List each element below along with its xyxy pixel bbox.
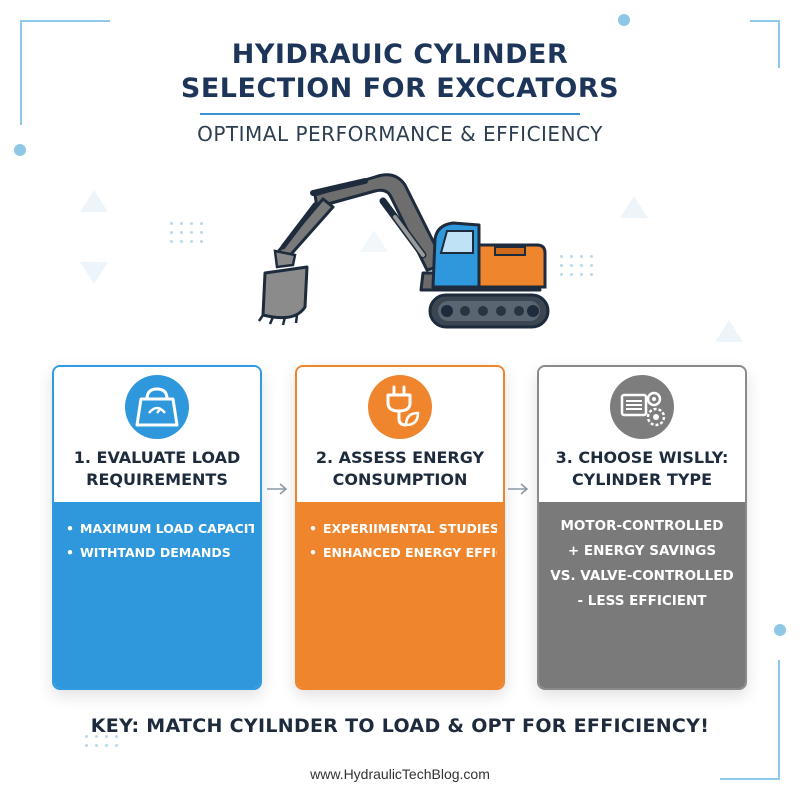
card-heading: 3. CHOOSE WISLLY: CYLINDER TYPE: [539, 447, 745, 491]
comparison-line: - LESS EFFICIENT: [577, 593, 707, 609]
page-title: HYIDRAUIC CYLINDER SELECTION FOR EXCCATO…: [0, 38, 800, 106]
title-underline: [200, 113, 580, 115]
decor-triangle: [715, 320, 743, 342]
comparison-line: VS. VALVE-CONTROLLED: [550, 568, 734, 584]
comparison-line: + ENERGY SAVINGS: [567, 543, 717, 559]
weight-icon: [125, 375, 189, 439]
plug-leaf-icon: [368, 375, 432, 439]
card-heading-line: REQUIREMENTS: [86, 470, 228, 489]
card-header: 2. ASSESS ENERGY CONSUMPTION: [297, 367, 503, 502]
arrow-right-icon: [267, 483, 288, 495]
decor-dot-grid: [560, 255, 594, 276]
card-body: MAXIMUM LOAD CAPACITY WITHTAND DEMANDS: [54, 502, 260, 688]
card-header: 1. EVALUATE LOAD REQUIREMENTS: [54, 367, 260, 502]
bullet-item: ENHANCED ENERGY EFFICIENCY: [309, 541, 497, 565]
subtitle: OPTIMAL PERFORMANCE & EFFICIENCY: [197, 122, 603, 146]
title-line-1: HYIDRAUIC CYLINDER: [231, 39, 569, 70]
step-card-load: 1. EVALUATE LOAD REQUIREMENTS MAXIMUM LO…: [52, 365, 262, 690]
decor-triangle: [80, 262, 108, 284]
decor-triangle: [80, 190, 108, 212]
key-message: KEY: MATCH CYILNDER TO LOAD & OPT FOR EF…: [90, 715, 710, 737]
comparison-list: MOTOR-CONTROLLED + ENERGY SAVINGS VS. VA…: [539, 514, 745, 614]
bullet-item: MAXIMUM LOAD CAPACITY: [66, 517, 254, 541]
card-heading-line: 2. ASSESS ENERGY: [315, 448, 485, 467]
card-heading: 1. EVALUATE LOAD REQUIREMENTS: [54, 447, 260, 491]
frame-corner-top-right: [750, 20, 780, 68]
card-heading-line: CONSUMPTION: [332, 470, 468, 489]
comparison-line: MOTOR-CONTROLLED: [560, 518, 724, 534]
bullet-item: WITHTAND DEMANDS: [66, 541, 254, 565]
decor-dot-grid: [85, 735, 119, 747]
title-line-2: SELECTION FOR EXCCATORS: [180, 73, 620, 104]
card-heading-line: 3. CHOOSE WISLLY:: [555, 448, 729, 467]
card-heading-line: 1. EVALUATE LOAD: [73, 448, 241, 467]
decor-dot: [774, 624, 786, 636]
card-header: 3. CHOOSE WISLLY: CYLINDER TYPE: [539, 367, 745, 502]
frame-corner-top-left: [20, 20, 110, 125]
decor-dot: [14, 144, 26, 156]
card-body: EXPERIIMENTAL STUDIES ENHANCED ENERGY EF…: [297, 502, 503, 688]
bullet-list: MAXIMUM LOAD CAPACITY WITHTAND DEMANDS: [66, 517, 254, 565]
card-body: MOTOR-CONTROLLED + ENERGY SAVINGS VS. VA…: [539, 502, 745, 688]
bullet-item: EXPERIIMENTAL STUDIES: [309, 517, 497, 541]
arrow-right-icon: [508, 483, 529, 495]
website-link[interactable]: www.HydraulicTechBlog.com: [310, 766, 490, 782]
decor-triangle: [360, 230, 388, 252]
step-card-cylinder-type: 3. CHOOSE WISLLY: CYLINDER TYPE MOTOR-CO…: [537, 365, 747, 690]
decor-dot: [618, 14, 630, 26]
card-heading: 2. ASSESS ENERGY CONSUMPTION: [297, 447, 503, 491]
card-heading-line: CYLINDER TYPE: [571, 470, 713, 489]
step-card-energy: 2. ASSESS ENERGY CONSUMPTION EXPERIIMENT…: [295, 365, 505, 690]
motor-gears-icon: [610, 375, 674, 439]
bullet-list: EXPERIIMENTAL STUDIES ENHANCED ENERGY EF…: [309, 517, 497, 565]
decor-dot-grid: [170, 222, 204, 243]
excavator-illustration: [257, 173, 550, 329]
frame-corner-bottom-right: [720, 660, 780, 780]
decor-triangle: [620, 196, 648, 218]
